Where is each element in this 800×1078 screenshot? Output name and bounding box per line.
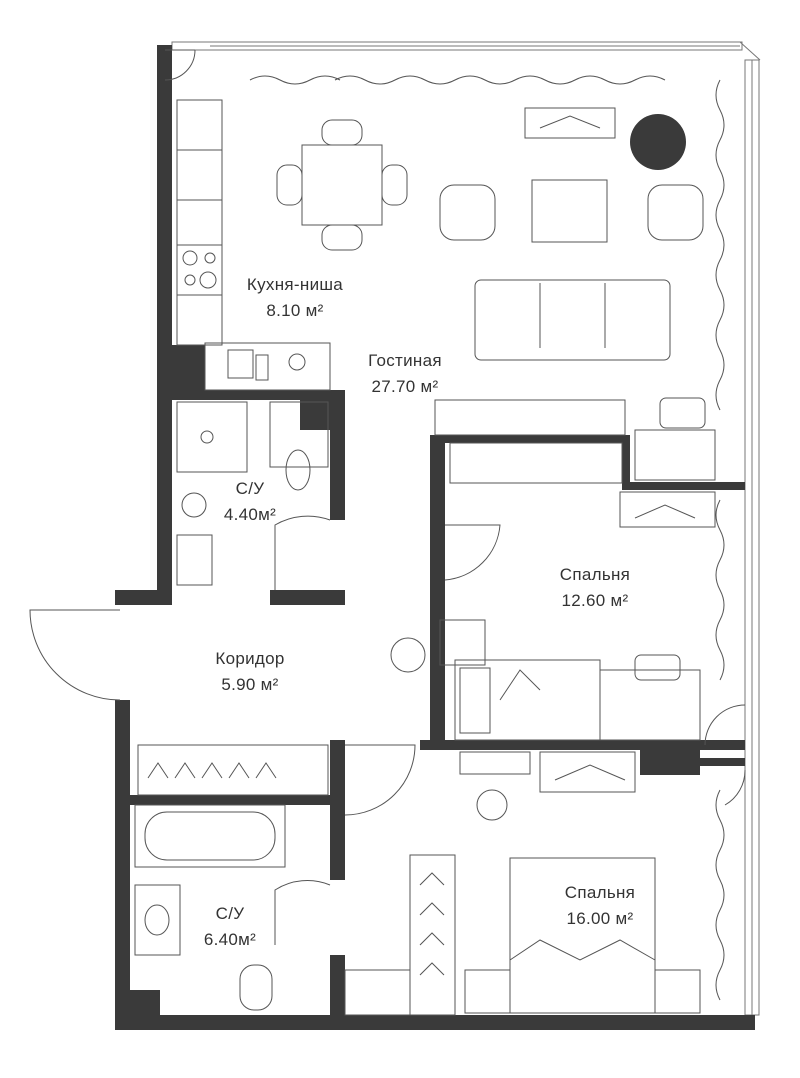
corridor-furniture — [137, 744, 329, 796]
room-area: 12.60 м² — [561, 591, 629, 610]
room-name: Спальня — [559, 565, 631, 584]
room-area: 16.00 м² — [566, 909, 634, 928]
kitchen-furniture — [176, 99, 408, 391]
room-area: 4.40м² — [223, 505, 277, 524]
room-name: С/У — [215, 904, 245, 923]
living-furniture — [434, 107, 716, 528]
bedroom-1-furniture — [390, 619, 701, 793]
room-name: Спальня — [564, 883, 636, 902]
room-name: Коридор — [215, 649, 285, 668]
room-label-bathroom-2: С/У 6.40м² — [180, 901, 280, 953]
room-label-bedroom-2: Спальня 16.00 м² — [535, 880, 665, 932]
room-area: 6.40м² — [203, 930, 257, 949]
room-area: 5.90 м² — [221, 675, 279, 694]
room-label-bedroom-1: Спальня 12.60 м² — [530, 562, 660, 614]
room-label-kitchen: Кухня-ниша 8.10 м² — [220, 272, 370, 324]
room-label-bathroom-1: С/У 4.40м² — [200, 476, 300, 528]
bathroom-2-fixtures — [134, 804, 286, 1011]
room-label-living-room: Гостиная 27.70 м² — [340, 348, 470, 400]
room-area: 8.10 м² — [266, 301, 324, 320]
bathroom-1-fixtures — [176, 401, 329, 586]
room-name: Гостиная — [368, 351, 442, 370]
room-area: 27.70 м² — [371, 377, 439, 396]
room-name: С/У — [235, 479, 265, 498]
windows — [171, 41, 761, 1016]
walls — [115, 45, 755, 1030]
curtains — [249, 75, 725, 1001]
bedroom-2-furniture — [344, 789, 701, 1016]
room-name: Кухня-ниша — [246, 275, 344, 294]
doors — [29, 49, 746, 945]
room-label-corridor: Коридор 5.90 м² — [190, 646, 310, 698]
